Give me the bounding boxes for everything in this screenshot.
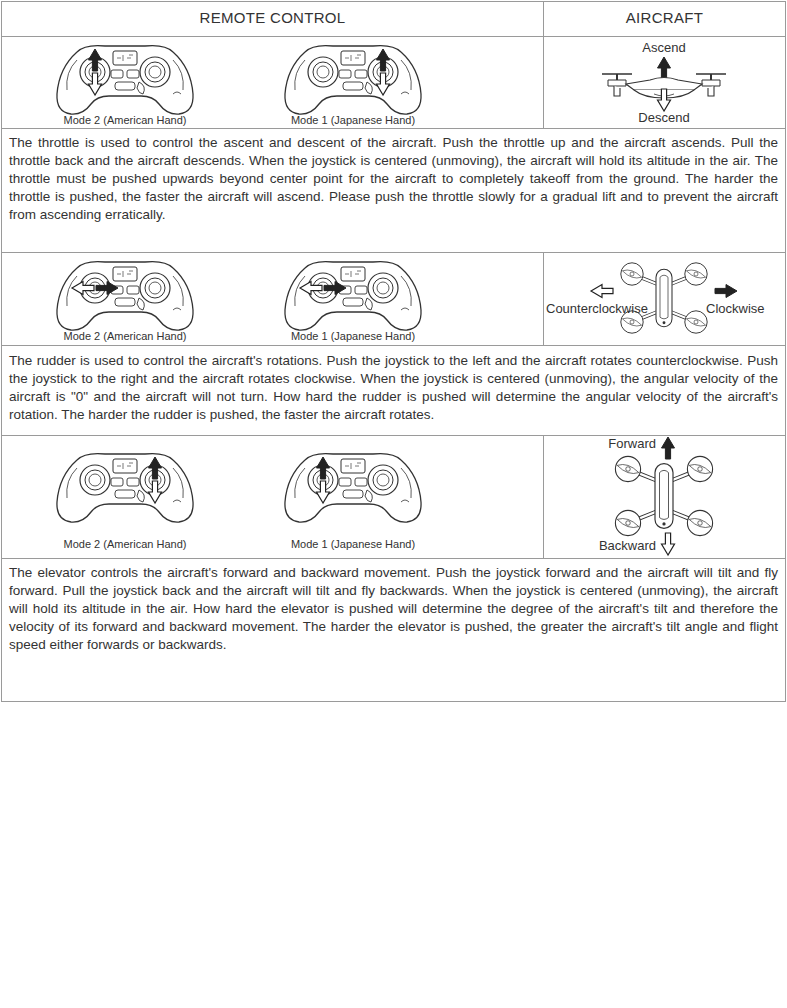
mode-label: Mode 1 (Japanese Hand)	[273, 330, 433, 342]
mode-label: Mode 2 (American Hand)	[45, 330, 205, 342]
direction-label: Backward	[560, 538, 656, 553]
description-text: The rudder is used to control the aircra…	[9, 352, 778, 424]
direction-label: Counterclockwise	[546, 301, 620, 316]
mode-label: Mode 2 (American Hand)	[45, 114, 205, 126]
mode-label: Mode 1 (Japanese Hand)	[273, 114, 433, 126]
direction-label: Ascend	[614, 40, 714, 55]
mode-label: Mode 1 (Japanese Hand)	[273, 538, 433, 550]
column-header: REMOTE CONTROL	[2, 9, 543, 26]
description-text: The throttle is used to control the asce…	[9, 134, 778, 224]
direction-label: Descend	[614, 110, 714, 125]
column-header: AIRCRAFT	[544, 9, 785, 26]
description-text: The elevator controls the aircraft's for…	[9, 564, 778, 654]
direction-label: Forward	[560, 436, 656, 451]
mode-label: Mode 2 (American Hand)	[45, 538, 205, 550]
direction-label: Clockwise	[706, 301, 782, 316]
